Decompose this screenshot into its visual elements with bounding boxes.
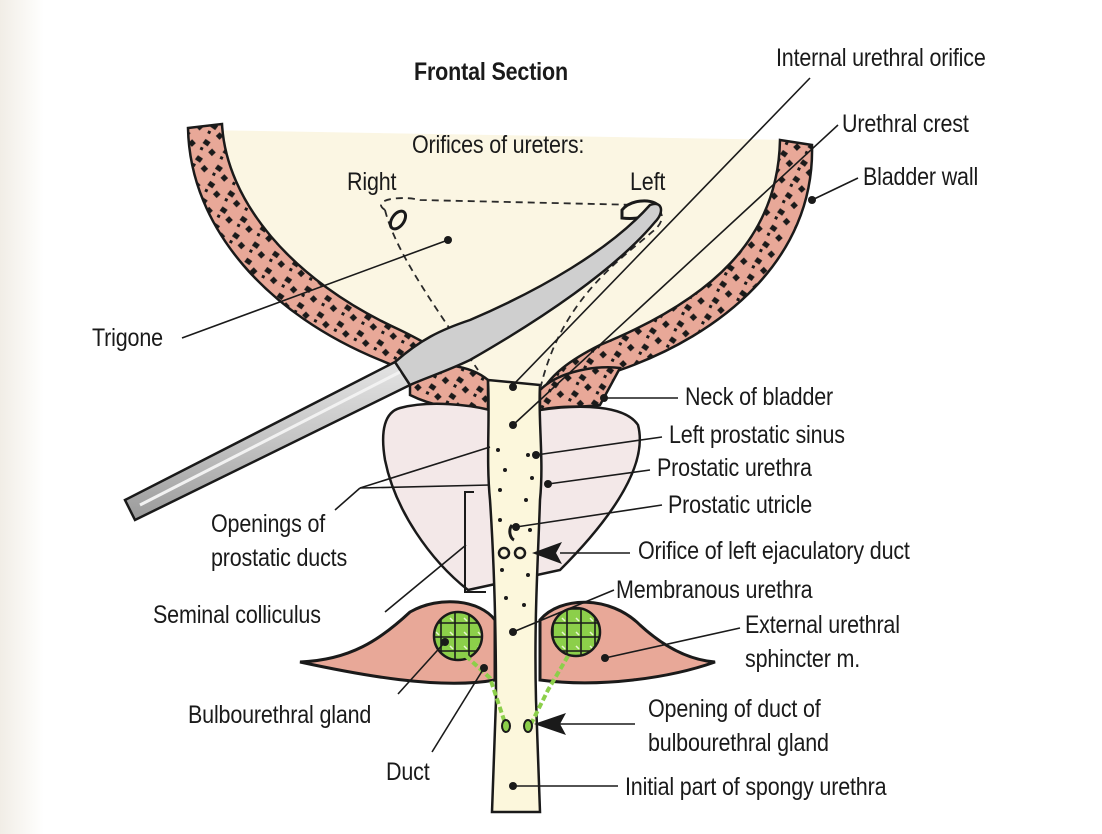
leader-bladder-wall [811, 177, 859, 201]
label-initial-spongy-urethra: Initial part of spongy urethra [625, 773, 887, 801]
label-membranous-urethra: Membranous urethra [616, 576, 813, 604]
prostatic-utricle-shape [508, 524, 515, 542]
leader-trigone [181, 239, 449, 339]
leader-colliculus [384, 544, 467, 613]
urethra [486, 378, 543, 814]
arrow-opening-duct [534, 713, 566, 735]
label-duct: Duct [386, 758, 430, 786]
label-left-orifice: Left [630, 168, 666, 196]
leader-openings-prostatic-3 [334, 487, 361, 511]
ureter-orifices-heading: Orifices of ureters: [412, 131, 585, 159]
bulbourethral-gland-left [432, 610, 484, 662]
leader-openings-prostatic-1 [359, 446, 491, 489]
leader-openings-prostatic-2 [359, 484, 491, 489]
label-opening-duct-bulbourethral: Opening of duct of bulbourethral gland [648, 695, 829, 757]
label-prostatic-utricle: Prostatic utricle [668, 491, 813, 519]
urethral-openings-dots [496, 448, 534, 607]
arrow-ejaculatory [532, 542, 562, 564]
leader-internal-urethral-orifice [512, 77, 811, 386]
ejaculatory-orifice-left [513, 546, 527, 560]
figure-title: Frontal Section [414, 58, 568, 86]
bulbourethral-gland-right [550, 606, 602, 658]
leader-left-prostatic-sinus [535, 436, 663, 456]
colliculus-bracket [464, 491, 486, 593]
right-ureter-orifice [388, 209, 408, 231]
bulbourethral-duct-left [464, 654, 508, 727]
leader-urethral-crest [512, 124, 839, 426]
label-orifice-left-ejaculatory-duct: Orifice of left ejaculatory duct [638, 537, 910, 565]
leader-bulbourethral-gland [397, 641, 446, 695]
leader-duct [431, 667, 485, 753]
leader-lines [181, 77, 859, 787]
probe-instrument [123, 202, 663, 522]
label-bulbourethral-gland: Bulbourethral gland [188, 701, 372, 729]
label-external-urethral-sphincter: External urethral sphincter m. [745, 611, 900, 673]
label-urethral-crest: Urethral crest [842, 110, 969, 138]
bulbourethral-duct-right [528, 654, 570, 727]
label-internal-urethral-orifice: Internal urethral orifice [776, 44, 986, 72]
leader-membranous-urethra [512, 589, 615, 633]
page-edge-shadow [0, 0, 44, 834]
ejaculatory-orifice-right [497, 546, 511, 560]
arrowheads [532, 542, 566, 735]
label-prostatic-urethra: Prostatic urethra [657, 454, 812, 482]
label-seminal-colliculus: Seminal colliculus [153, 601, 321, 629]
leader-prostatic-urethra [547, 469, 651, 485]
label-bladder-wall: Bladder wall [863, 163, 979, 191]
label-left-prostatic-sinus: Left prostatic sinus [669, 421, 845, 449]
leader-dots [441, 196, 816, 790]
label-right-orifice: Right [347, 168, 397, 196]
label-trigone: Trigone [92, 324, 163, 352]
leader-sphincter [604, 627, 741, 659]
leader-prostatic-utricle [515, 504, 663, 528]
label-openings-prostatic-ducts: Openings of prostatic ducts [211, 510, 348, 572]
label-neck-of-bladder: Neck of bladder [685, 383, 834, 411]
